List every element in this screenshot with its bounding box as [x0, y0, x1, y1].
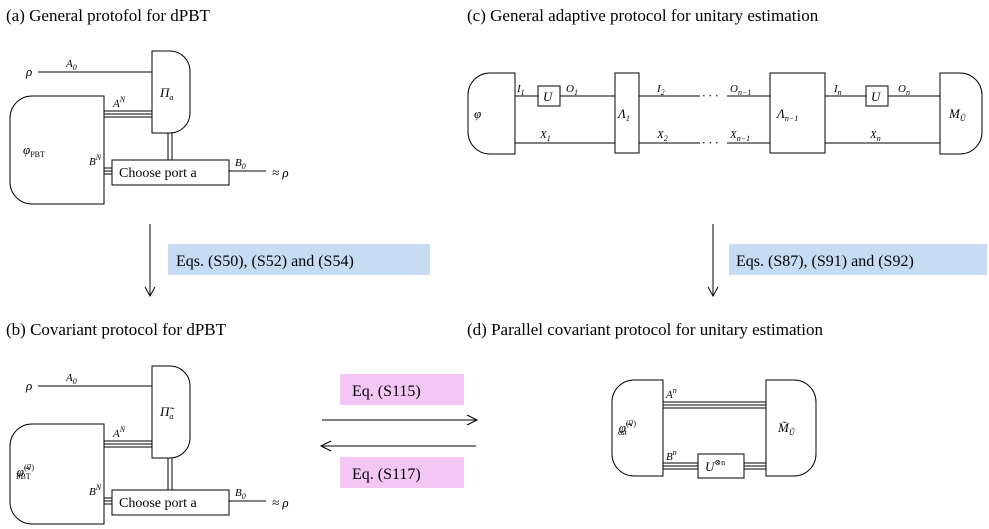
wire-AN-label: AN [112, 95, 126, 110]
wire-X2-label: X2 [656, 129, 668, 143]
wire-In-label: In [833, 83, 842, 97]
eq-label-right: Eqs. (S87), (S91) and (S92) [736, 253, 914, 270]
arrow-c-to-d [707, 224, 719, 298]
unitary-U-n-label: U [871, 89, 882, 104]
choose-port-label: Choose port a [119, 496, 198, 511]
wire-Xn-label: Xn [869, 129, 881, 143]
state-phi-pbt-label: φPBT [23, 142, 45, 159]
wire-A0-label: A0 [65, 372, 77, 386]
eq-label-left-bg [168, 244, 430, 275]
wire-Xn1-label: Xn−1 [729, 129, 750, 143]
choose-port-box [111, 159, 230, 186]
panel-d: (d) Parallel covariant protocol for unit… [467, 320, 823, 479]
dots-bottom: · · · [702, 135, 718, 150]
state-phi-tilde-pbt [9, 423, 105, 525]
wire-On-label: On [898, 83, 910, 97]
measurement-M-tilde-U-label: M̃Û [777, 420, 796, 437]
wire-A0-label: A0 [65, 58, 77, 72]
unitary-U-tensor-n [697, 453, 745, 479]
approx-rho-label: ≈ ρ [272, 165, 289, 180]
panel-d-title: (d) Parallel covariant protocol for unit… [467, 320, 823, 339]
wire-BN [104, 167, 112, 175]
eq-label-backward: Eq. (S117) [352, 466, 421, 483]
eq-label-left: Eqs. (S50), (S52) and (S54) [176, 253, 354, 270]
measurement-pi-a-label: Πa [159, 85, 173, 102]
measurement-M-U [939, 72, 983, 155]
eq-label-forward: Eq. (S115) [352, 383, 421, 400]
wire-AN [104, 110, 152, 118]
wire-BN [104, 497, 112, 505]
unitary-U-1-label: U [543, 89, 554, 104]
wire-B0-label: B0 [235, 487, 246, 501]
rho-label: ρ [25, 64, 32, 79]
state-phi-pbt [9, 95, 105, 205]
measurement-M-U-label: MÛ [948, 106, 967, 123]
arrow-a-to-b [144, 224, 156, 298]
choose-port-box [111, 489, 230, 516]
wire-Bn-label: Bn [666, 448, 677, 463]
unitary-U-tensor-n-label: U⊗n [705, 458, 725, 474]
choose-port-label: Choose port a [119, 166, 198, 181]
channel-Lambda-n-1 [769, 72, 826, 154]
panel-a-title: (a) General protofol for dPBT [6, 6, 211, 25]
measurement-M-tilde-U [765, 379, 817, 477]
arrow-forward [322, 414, 479, 426]
dots-top: · · · [702, 88, 718, 103]
wire-On1-label: On−1 [730, 83, 751, 97]
wire-BN-label: BN [89, 153, 102, 168]
panel-b-title: (b) Covariant protocol for dPBT [6, 320, 227, 339]
arrow-backward [319, 440, 476, 452]
wire-B0-label: B0 [235, 157, 246, 171]
state-phi-tilde-pbt-label: φ̃(v⃗)PBT [16, 463, 34, 481]
state-phi-tilde-est [611, 379, 664, 477]
channel-Lambda-1-label: Λ1 [616, 106, 630, 123]
wire-AN [104, 440, 152, 448]
rho-label: ρ [25, 378, 32, 393]
wire-BN-label: BN [89, 483, 102, 498]
channel-Lambda-n-1-label: Λn−1 [775, 106, 798, 123]
wire-An [663, 401, 766, 409]
wire-I2-label: I2 [656, 83, 665, 97]
channel-Lambda-1 [614, 72, 640, 154]
wire-O1-label: O1 [566, 83, 578, 97]
panel-c-title: (c) General adaptive protocol for unitar… [467, 6, 819, 25]
approx-rho-label: ≈ ρ [272, 495, 289, 510]
state-phi-label: φ [474, 106, 481, 121]
eq-label-forward-bg [340, 374, 464, 405]
panel-c: (c) General adaptive protocol for unitar… [467, 6, 983, 155]
measurement-pi-a [151, 50, 191, 134]
state-phi [467, 72, 516, 155]
wire-Bn [663, 462, 766, 470]
eq-label-backward-bg [340, 457, 464, 488]
panel-a: (a) General protofol for dPBT ρ A0 AN Πa… [6, 6, 289, 205]
wire-I1-label: I1 [516, 83, 525, 97]
wire-AN-label: AN [112, 425, 126, 440]
wire-X1-label: X1 [539, 129, 551, 143]
measurement-pi-tilde-a [151, 365, 191, 459]
panel-b: (b) Covariant protocol for dPBT ρ A0 AN … [6, 320, 289, 525]
wire-An-label: An [665, 386, 677, 401]
eq-label-right-bg [729, 244, 987, 275]
